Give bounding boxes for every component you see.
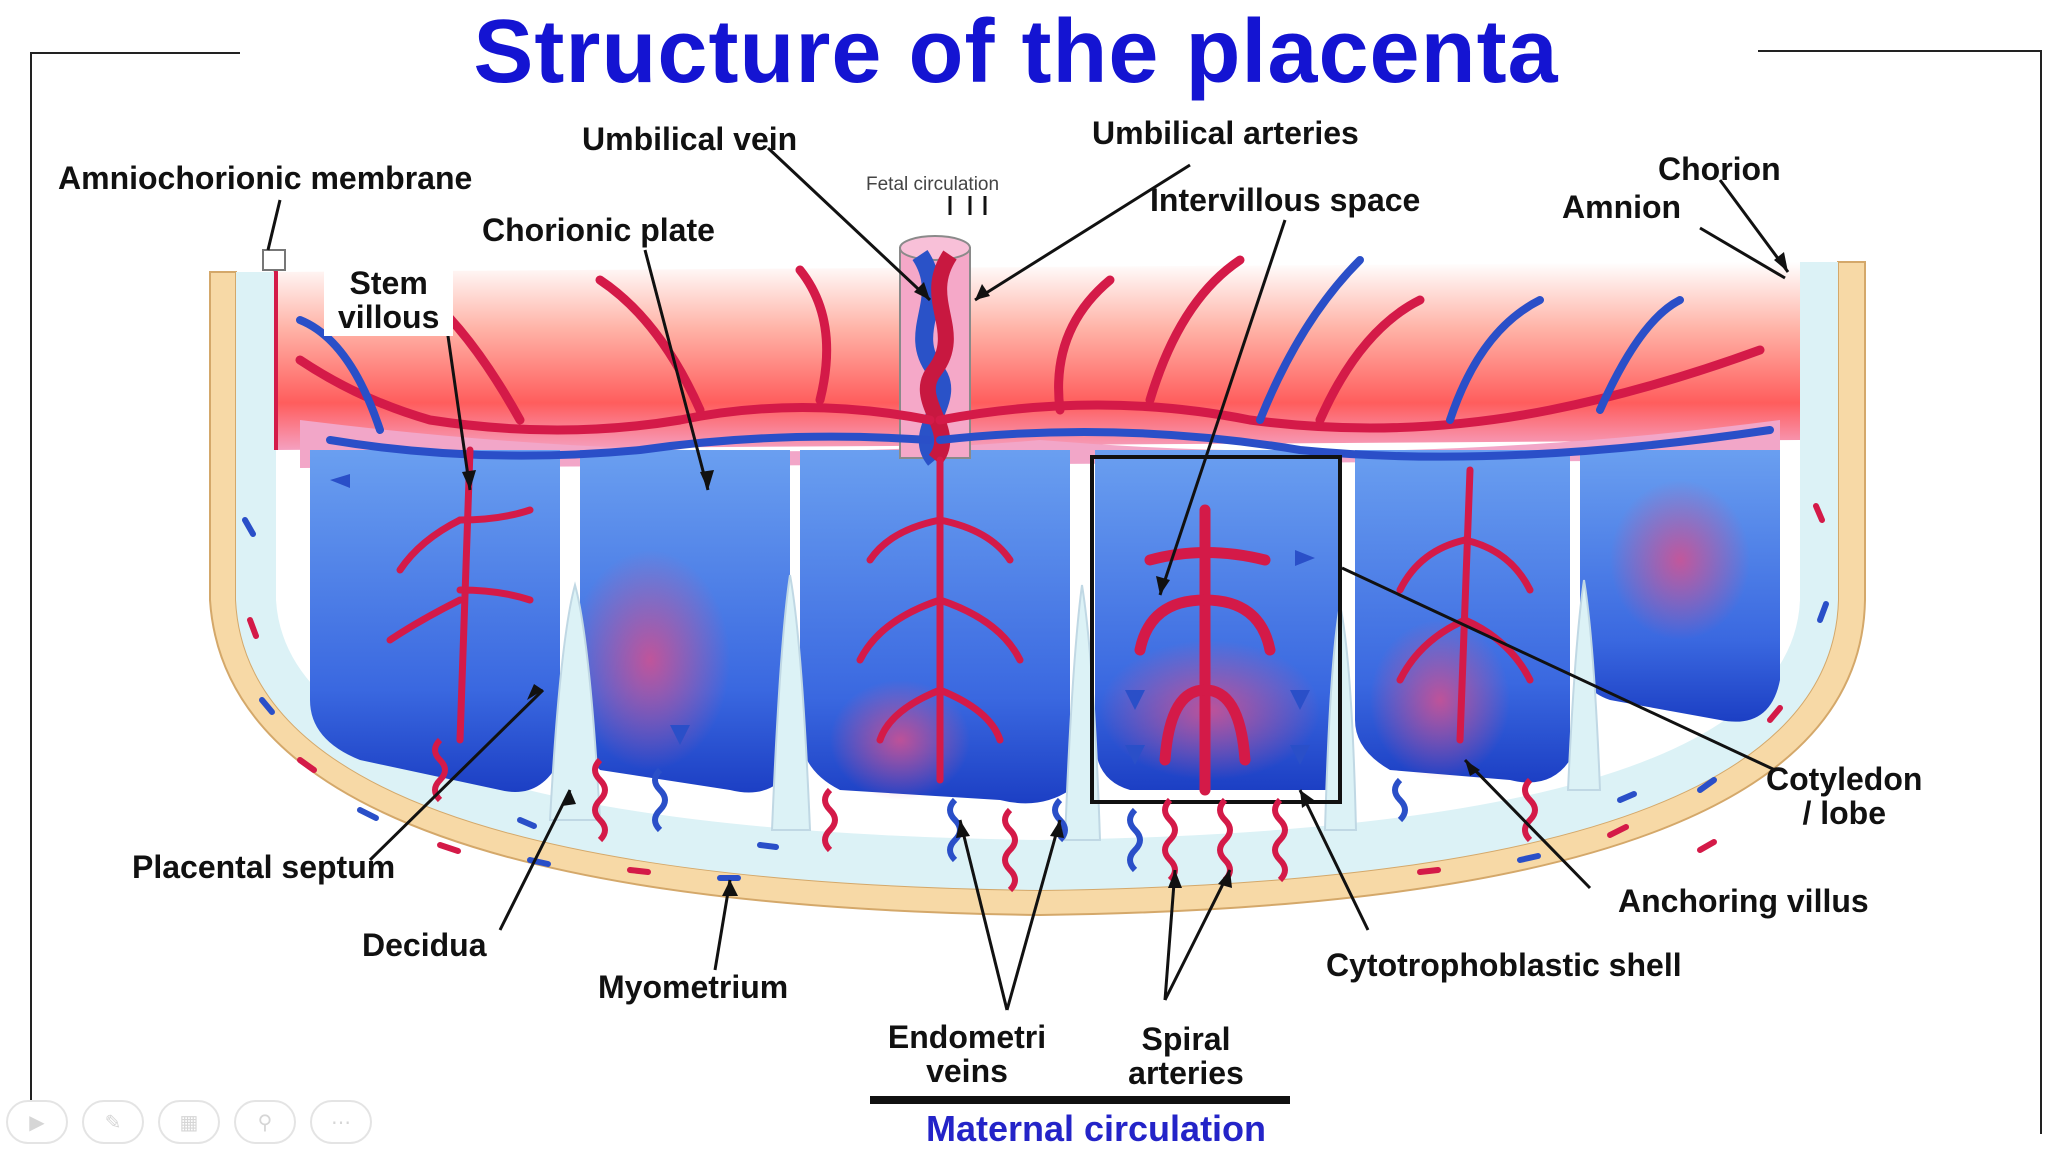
chorionic-plate-label: Chorionic plate [482, 212, 715, 248]
cotyledon-highlight-box [1090, 455, 1342, 804]
amnion-label: Amnion [1562, 189, 1682, 225]
pen-icon[interactable]: ✎ [82, 1100, 144, 1144]
maternal-circulation-bar [870, 1096, 1290, 1104]
frame-left [30, 52, 32, 1134]
frame-top-right [1758, 50, 2042, 52]
page-title-wrap: Structure of the placenta [0, 0, 2048, 104]
zoom-icon[interactable]: ⚲ [234, 1100, 296, 1144]
decidua-vessel-fragments [242, 503, 1829, 881]
chorion-label: Chorion [1658, 151, 1781, 187]
anchoring-villus-label: Anchoring villus [1618, 883, 1869, 919]
leader-lines [266, 146, 1790, 1011]
frame-right [2040, 50, 2042, 1134]
flow-arrows [330, 474, 1315, 765]
fetal-circulation-label: Fetal circulation [864, 174, 1002, 196]
spiral-arteries-label: Spiral arteries [1096, 1022, 1276, 1090]
amniochorionic-marker [262, 249, 286, 271]
endometrial-veins-label: Endometri veins [862, 1020, 1072, 1088]
chorionic-veins [296, 256, 1774, 461]
umbilical-cord [899, 235, 971, 466]
highlighted-cotyledon-vessels [1134, 504, 1276, 796]
page-title: Structure of the placenta [451, 0, 1581, 104]
play-icon[interactable]: ▶ [6, 1100, 68, 1144]
placental-septa [548, 574, 1602, 841]
decidua-label: Decidua [362, 927, 487, 963]
leader-arrowheads [462, 252, 1788, 896]
myometrium-label: Myometrium [598, 969, 789, 1005]
umbilical-vein-label: Umbilical vein [582, 121, 798, 157]
stem-villous-label: Stem villous [324, 264, 454, 336]
spiral-arteries [432, 737, 1538, 893]
maternal-circulation-label: Maternal circulation [836, 1110, 1356, 1148]
cotyledon-line-2: / lobe [1802, 795, 1886, 831]
stem-villous-line-1: Stem [349, 265, 428, 301]
more-icon[interactable]: ⋯ [310, 1100, 372, 1144]
cytotrophoblastic-shell-label: Cytotrophoblastic shell [1326, 947, 1682, 983]
stem-villous-line-2: villous [338, 299, 440, 335]
cotyledon-label: Cotyledon / lobe [1766, 762, 1922, 830]
slides-icon[interactable]: ▦ [158, 1100, 220, 1144]
placental-septum-label: Placental septum [132, 849, 396, 885]
spiral-arteries-line-2: arteries [1128, 1055, 1244, 1091]
intervillous-space-label: Intervillous space [1150, 182, 1421, 218]
slideshow-toolbar: ▶ ✎ ▦ ⚲ ⋯ [6, 1100, 372, 1144]
umbilical-arteries-label: Umbilical arteries [1092, 115, 1359, 151]
chorionic-plate [276, 262, 1800, 450]
endometrial-veins-line-2: veins [926, 1053, 1008, 1089]
frame-top-left [30, 52, 240, 54]
endometrial-veins-line-1: Endometri [887, 1019, 1047, 1055]
spiral-arteries-line-1: Spiral [1141, 1021, 1231, 1057]
cotyledon-line-1: Cotyledon [1766, 761, 1923, 797]
cotyledons [310, 450, 1780, 804]
amniochorionic-membrane-label: Amniochorionic membrane [58, 160, 473, 196]
